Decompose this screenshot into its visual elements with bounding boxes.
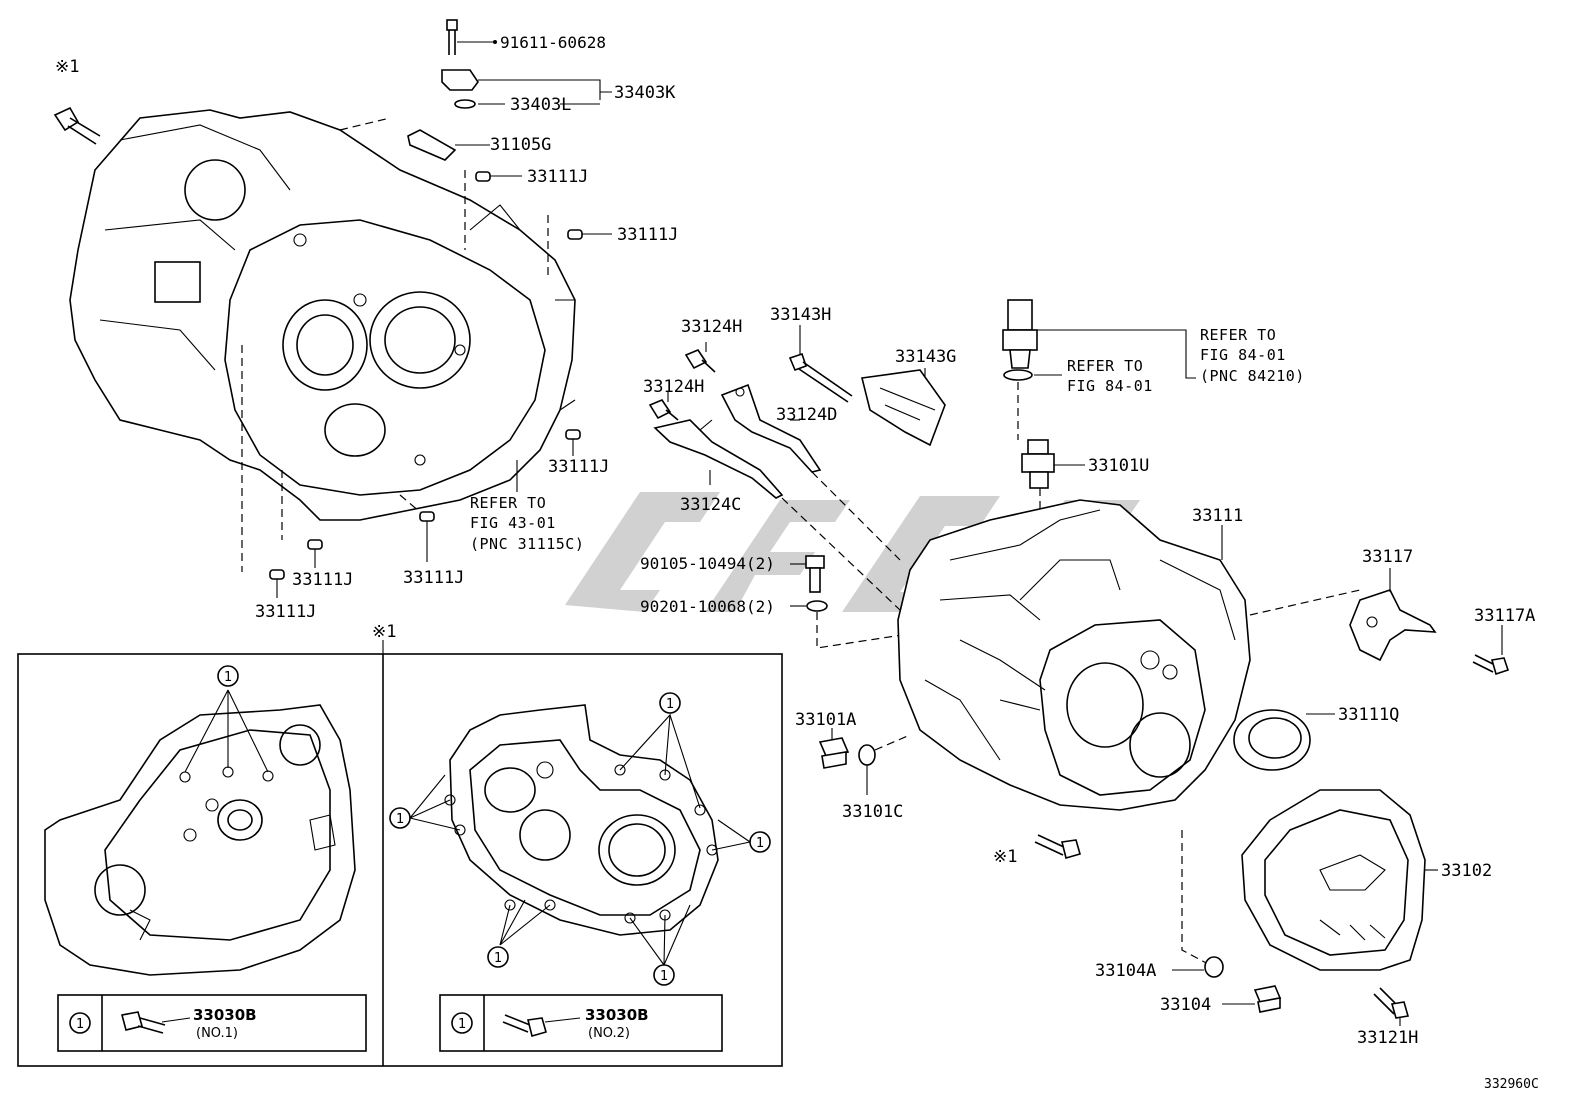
label-90105: 90105-10494(2) xyxy=(640,554,775,573)
plug-33101A xyxy=(818,728,850,769)
label-star1-inset: ※1 xyxy=(372,622,396,642)
label-33111J-2: 33111J xyxy=(617,225,678,245)
plug-33101U xyxy=(1021,439,1085,489)
inset-right-callout-b: 1 xyxy=(396,812,404,827)
bolt-star1-top xyxy=(53,106,101,145)
plate-33124C xyxy=(653,419,784,499)
label-33117A: 33117A xyxy=(1474,606,1535,626)
refer-84b-line2: FIG 84-01 xyxy=(1200,346,1286,364)
sensor-84210 xyxy=(1002,299,1196,381)
bolt-star1-bottom xyxy=(1034,834,1081,859)
inset-right-legend: 1 33030B (NO.2) xyxy=(439,994,723,1052)
label-33102: 33102 xyxy=(1441,861,1492,881)
label-33403K: 33403K xyxy=(614,83,676,103)
label-33124D: 33124D xyxy=(776,405,837,425)
label-31105G: 31105G xyxy=(490,135,551,155)
screw-91611 xyxy=(446,19,497,55)
inset-left-housing: 1 xyxy=(44,665,356,976)
bolt-33117A xyxy=(1472,625,1510,676)
inset-left-legend-callout: 1 xyxy=(76,1017,84,1032)
label-33111J-6: 33111J xyxy=(255,602,316,622)
label-33111J-3: 33111J xyxy=(548,457,609,477)
inset-panel: ※1 1 1 xyxy=(17,622,783,1067)
label-33111: 33111 xyxy=(1192,506,1243,526)
label-33111J-4: 33111J xyxy=(403,568,464,588)
inset-right-note: (NO.2) xyxy=(588,1026,630,1041)
bracket-33143G xyxy=(861,368,946,447)
bolt-90105 xyxy=(790,555,825,593)
plug-33104 xyxy=(1222,985,1282,1013)
refer-84b-line3: (PNC 84210) xyxy=(1200,367,1305,385)
cover-33102 xyxy=(1241,789,1438,971)
label-33104A: 33104A xyxy=(1095,961,1156,981)
bracket-33403K xyxy=(441,69,612,109)
refer-84a-line1: REFER TO xyxy=(1067,357,1143,375)
bracket-33117 xyxy=(1349,568,1437,662)
inset-right-part-number: 33030B xyxy=(585,1006,649,1024)
label-33117: 33117 xyxy=(1362,547,1413,567)
label-33143G: 33143G xyxy=(895,347,956,367)
label-91611: 91611-60628 xyxy=(500,33,606,52)
washer-90201 xyxy=(790,600,828,612)
label-33124H-upper: 33124H xyxy=(681,317,742,337)
inset-right-legend-callout: 1 xyxy=(458,1017,466,1032)
transaxle-housing-drawing xyxy=(69,109,576,521)
transmission-case-33111 xyxy=(897,499,1251,811)
label-33101A: 33101A xyxy=(795,710,856,730)
dowel-pins xyxy=(269,171,612,598)
label-33104: 33104 xyxy=(1160,995,1211,1015)
label-33111J-1: 33111J xyxy=(527,167,588,187)
inset-right-callout-d: 1 xyxy=(494,951,502,966)
label-star1-bottom: ※1 xyxy=(993,847,1017,867)
inset-left-note: (NO.1) xyxy=(196,1026,238,1041)
inset-right-callout-c: 1 xyxy=(756,836,764,851)
inset-left-callout-num: 1 xyxy=(224,670,232,685)
refer-84b-line1: REFER TO xyxy=(1200,326,1276,344)
label-33101C: 33101C xyxy=(842,802,903,822)
bolt-33124H-upper xyxy=(684,342,716,373)
bolt-33143H xyxy=(788,325,853,403)
gasket-33104A xyxy=(1172,956,1224,978)
label-33403L: 33403L xyxy=(510,95,571,115)
plate-33124D xyxy=(720,383,822,473)
bolt-31105G xyxy=(407,129,490,161)
label-33143H: 33143H xyxy=(770,305,831,325)
label-33101U: 33101U xyxy=(1088,456,1149,476)
inset-right-callout-e: 1 xyxy=(660,969,668,984)
diagram-code: 332960C xyxy=(1484,1077,1539,1092)
gasket-33101C xyxy=(858,744,876,795)
label-33124H-lower: 33124H xyxy=(643,377,704,397)
label-33124C: 33124C xyxy=(680,495,741,515)
inset-left-legend: 1 33030B (NO.1) xyxy=(57,994,367,1052)
label-33111Q: 33111Q xyxy=(1338,705,1399,725)
inset-right-callout-a: 1 xyxy=(666,697,674,712)
label-90201: 90201-10068(2) xyxy=(640,597,775,616)
bolt-33124H-lower xyxy=(648,392,679,421)
refer-84a-line2: FIG 84-01 xyxy=(1067,377,1153,395)
refer-43-line1: REFER TO xyxy=(470,494,546,512)
label-33111J-5: 33111J xyxy=(292,570,353,590)
inset-left-callout xyxy=(217,665,239,687)
label-star1-top: ※1 xyxy=(55,57,79,77)
inset-right-case: 1 1 1 1 1 xyxy=(389,692,771,986)
refer-43-line2: FIG 43-01 xyxy=(470,514,556,532)
seal-33111Q xyxy=(1233,709,1335,771)
refer-43-line3: (PNC 31115C) xyxy=(470,535,584,553)
bolt-33121H xyxy=(1373,987,1410,1026)
inset-left-part-number: 33030B xyxy=(193,1006,257,1024)
label-33121H: 33121H xyxy=(1357,1028,1418,1048)
